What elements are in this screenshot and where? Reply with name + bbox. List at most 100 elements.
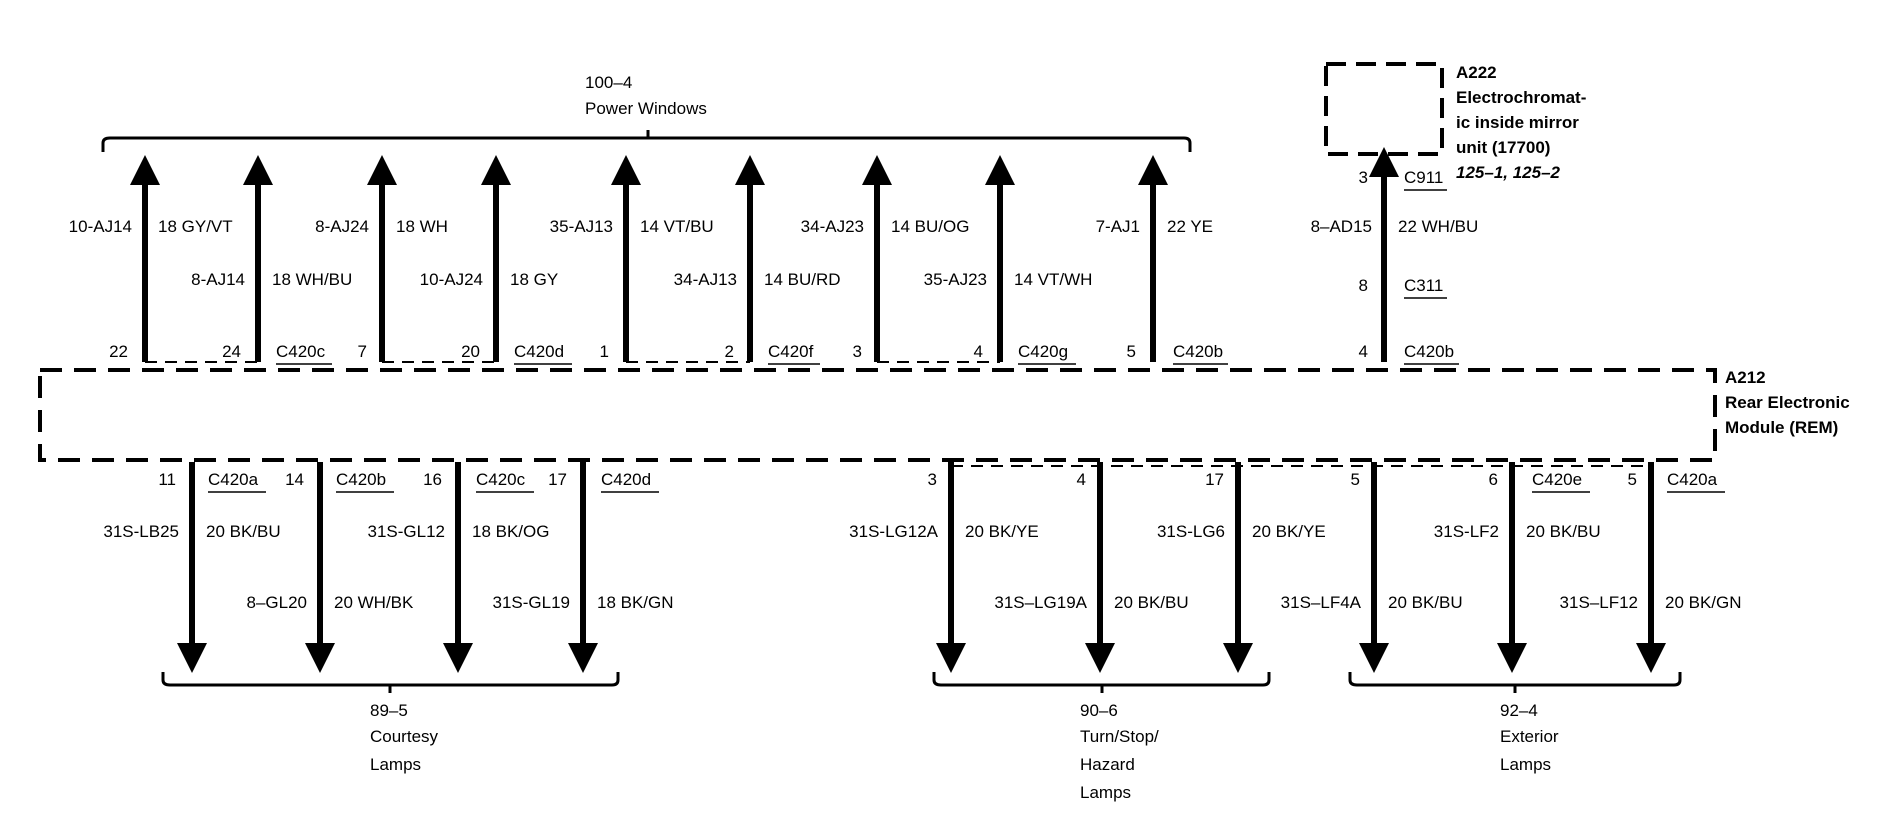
top-wire: 35-AJ23 14 VT/WH 4 C420g [924,155,1092,365]
power-windows-group: 100–4 Power Windows [101,73,1192,152]
color-label: 18 GY/VT [158,217,233,236]
pin-label: 7 [358,342,367,361]
bottom-wire: 5 31S–LF4A 20 BK/BU [1281,462,1463,673]
circuit-label: 8–GL20 [247,593,308,612]
courtesy-lamps-label-line-1: Courtesy [370,727,439,746]
mirror-refs: 125–1, 125–2 [1456,163,1561,182]
rem-name-line-1: Rear Electronic [1725,393,1850,412]
bottom-wire: 6 C420e 31S-LF2 20 BK/BU [1434,462,1601,673]
color-label: 20 BK/YE [965,522,1039,541]
connector-label: C420b [1173,342,1223,361]
circuit-label: 31S–LF4A [1281,593,1362,612]
color-label: 18 WH [396,217,448,236]
connector-label: C420f [768,342,814,361]
pin-label: 16 [423,470,442,489]
courtesy-lamps-label-line-2: Lamps [370,755,421,774]
pin-label: 3 [1359,168,1368,187]
pin-label: 4 [1077,470,1086,489]
circuit-label: 31S-LB25 [103,522,179,541]
connector-label: C420d [514,342,564,361]
top-wire: 35-AJ13 14 VT/BU 1 [550,155,714,362]
color-label: 20 BK/YE [1252,522,1326,541]
turn-lamps-ref: 90–6 [1080,701,1118,720]
top-wire: 8-AJ24 18 WH 7 [315,155,448,362]
rem-id: A212 [1725,368,1766,387]
pin-label: 3 [853,342,862,361]
circuit-label: 31S–LF12 [1560,593,1638,612]
bottom-wire: 16 C420c 31S-GL12 18 BK/OG [368,462,549,673]
circuit-label: 34-AJ23 [801,217,864,236]
bottom-wire: 4 31S–LG19A 20 BK/BU [994,462,1189,673]
mirror-name-line-2: ic inside mirror [1456,113,1579,132]
mirror-id: A222 [1456,63,1497,82]
pin-label: 17 [548,470,567,489]
mirror-name-line-1: Electrochromat- [1456,88,1586,107]
mirror-name-line-3: unit (17700) [1456,138,1550,157]
mirror-unit-box [1324,62,1444,156]
pin-label: 5 [1351,470,1360,489]
pin-label: 2 [725,342,734,361]
turn-stop-hazard-lamps-group: 90–6 Turn/Stop/ Hazard Lamps [932,672,1271,802]
connector-label: C420a [208,470,259,489]
rem-module: A212 Rear Electronic Module (REM) [38,368,1850,462]
color-label: 20 BK/BU [1114,593,1189,612]
exterior-lamps-group: 92–4 Exterior Lamps [1348,672,1682,774]
exterior-lamps-label-line-1: Exterior [1500,727,1559,746]
top-wires: 10-AJ14 18 GY/VT 22 8-AJ14 18 WH/BU 24 C… [69,155,1228,365]
rem-name-line-2: Module (REM) [1725,418,1838,437]
color-label: 14 BU/OG [891,217,969,236]
circuit-label: 8–AD15 [1311,217,1372,236]
exterior-lamps-ref: 92–4 [1500,701,1538,720]
connector-label: C420b [1404,342,1454,361]
pin-label: 22 [109,342,128,361]
color-label: 14 VT/BU [640,217,714,236]
circuit-label: 31S-LF2 [1434,522,1499,541]
exterior-lamps-label-line-2: Lamps [1500,755,1551,774]
circuit-label: 31S-LG12A [849,522,938,541]
color-label: 14 VT/WH [1014,270,1092,289]
connector-label: C911 [1404,168,1443,187]
turn-lamps-label-line-1: Turn/Stop/ [1080,727,1159,746]
connector-label: C420g [1018,342,1068,361]
courtesy-lamps-bracket [161,672,620,687]
bottom-wire: 5 C420a 31S–LF12 20 BK/GN [1560,462,1742,673]
bottom-wire: 14 C420b 8–GL20 20 WH/BK [247,462,414,673]
pin-label: 5 [1127,342,1136,361]
pin-label: 1 [600,342,609,361]
circuit-label: 10-AJ14 [69,217,132,236]
pin-label: 6 [1489,470,1498,489]
pin-label: 5 [1628,470,1637,489]
connector-label: C420c [476,470,526,489]
connector-label: C311 [1404,276,1443,295]
circuit-label: 31S–LG19A [994,593,1087,612]
rem-module-box [38,368,1717,462]
bottom-wire: 17 31S-LG6 20 BK/YE [1157,462,1326,673]
color-label: 22 YE [1167,217,1213,236]
power-windows-ref: 100–4 [585,73,632,92]
circuit-label: 35-AJ23 [924,270,987,289]
turn-lamps-bracket [932,672,1271,687]
circuit-label: 31S-GL19 [493,593,571,612]
connector-label: C420d [601,470,651,489]
connector-label: C420c [276,342,326,361]
bottom-wires: 11 C420a 31S-LB25 20 BK/BU 14 C420b 8–GL… [103,462,1742,673]
color-label: 20 WH/BK [334,593,414,612]
turn-lamps-label-line-2: Hazard [1080,755,1135,774]
color-label: 18 BK/GN [597,593,674,612]
pin-label: 17 [1205,470,1224,489]
color-label: 18 WH/BU [272,270,352,289]
mirror-wire: 3 C911 8–AD15 22 WH/BU 8 C311 4 C420b [1311,147,1478,365]
bottom-wire: 3 31S-LG12A 20 BK/YE [849,462,1039,673]
bottom-wire: 11 C420a 31S-LB25 20 BK/BU [103,462,281,673]
circuit-label: 35-AJ13 [550,217,613,236]
color-label: 20 BK/BU [206,522,281,541]
circuit-label: 34-AJ13 [674,270,737,289]
top-wire: 34-AJ23 14 BU/OG 3 [801,155,969,362]
circuit-label: 7-AJ1 [1096,217,1140,236]
power-windows-bracket [101,136,1192,152]
color-label: 14 BU/RD [764,270,841,289]
circuit-label: 31S-GL12 [368,522,446,541]
color-label: 18 GY [510,270,558,289]
exterior-lamps-bracket [1348,672,1682,687]
